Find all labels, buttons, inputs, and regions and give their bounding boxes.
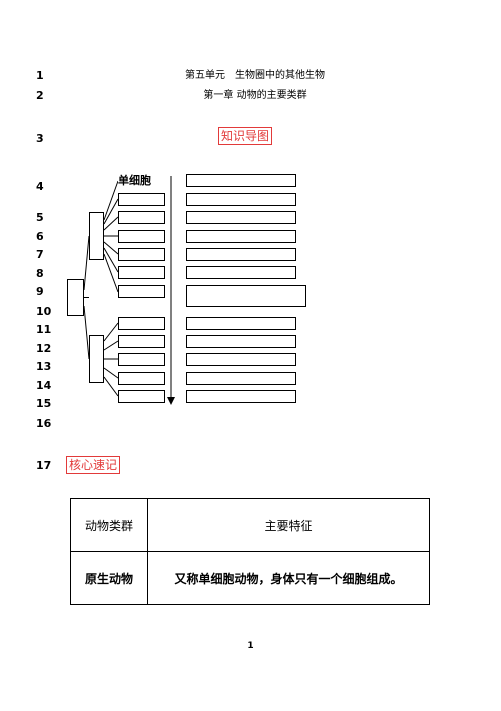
key-notes-heading: 核心速记 xyxy=(66,456,121,474)
line-number: 2 xyxy=(36,89,44,102)
line-number: 8 xyxy=(36,267,44,280)
mind-map-feature-box xyxy=(186,372,296,385)
mind-map-feature-box xyxy=(186,335,296,348)
mind-map-feature-box xyxy=(186,266,296,279)
line-number: 13 xyxy=(36,360,52,373)
mind-map-feature-box xyxy=(186,285,306,307)
line-number: 12 xyxy=(36,342,52,355)
mind-map-node xyxy=(118,266,165,279)
mind-map-node xyxy=(118,372,165,385)
mind-map-node xyxy=(118,248,165,261)
mind-map-feature-box xyxy=(186,390,296,403)
mind-map-feature-box xyxy=(186,230,296,243)
mind-map-feature-box xyxy=(186,353,296,366)
mind-map-node xyxy=(118,335,165,348)
table-header-cell: 主要特征 xyxy=(147,498,430,552)
mind-map-feature-box xyxy=(186,211,296,224)
unit-title: 第五单元 生物圈中的其他生物 xyxy=(185,70,325,81)
chapter-title: 第一章 动物的主要类群 xyxy=(203,90,307,101)
table-header-cell: 动物类群 xyxy=(70,498,148,552)
mind-map-node xyxy=(118,230,165,243)
mind-map-feature-box xyxy=(186,317,296,330)
mind-map-feature-box xyxy=(186,193,296,206)
line-number: 4 xyxy=(36,180,44,193)
mind-map-node xyxy=(118,211,165,224)
mind-map-node-label: 单细胞 xyxy=(118,174,151,187)
mind-map-node xyxy=(118,317,165,330)
line-number: 16 xyxy=(36,417,52,430)
line-number: 10 xyxy=(36,305,52,318)
mind-map-node: 单细胞 xyxy=(118,174,165,188)
mind-map-heading: 知识导图 xyxy=(218,127,273,145)
line-number: 9 xyxy=(36,285,44,298)
line-number: 5 xyxy=(36,211,44,224)
page-number: 1 xyxy=(247,641,254,651)
table-cell-feature: 又称单细胞动物，身体只有一个细胞组成。 xyxy=(147,551,430,605)
line-number: 11 xyxy=(36,323,52,336)
table-header-row: 动物类群 主要特征 xyxy=(70,498,430,552)
line-number: 14 xyxy=(36,379,52,392)
table-cell-group: 原生动物 xyxy=(70,551,148,605)
mind-map-group-box xyxy=(89,335,104,383)
line-number: 6 xyxy=(36,230,44,243)
mind-map-node xyxy=(118,193,165,206)
line-number: 7 xyxy=(36,248,44,261)
mind-map-node xyxy=(118,353,165,366)
mind-map-root-box xyxy=(67,279,84,316)
line-number: 15 xyxy=(36,397,52,410)
line-number: 17 xyxy=(36,459,52,472)
mind-map-node xyxy=(118,390,165,403)
mind-map-group-box xyxy=(89,212,104,260)
mind-map-feature-box xyxy=(186,248,296,261)
animal-groups-table: 动物类群 主要特征 原生动物 又称单细胞动物，身体只有一个细胞组成。 xyxy=(70,498,430,605)
line-number: 1 xyxy=(36,69,44,82)
table-row: 原生动物 又称单细胞动物，身体只有一个细胞组成。 xyxy=(70,551,430,605)
mind-map-node xyxy=(118,285,165,298)
mind-map-feature-box xyxy=(186,174,296,187)
line-number: 3 xyxy=(36,132,44,145)
